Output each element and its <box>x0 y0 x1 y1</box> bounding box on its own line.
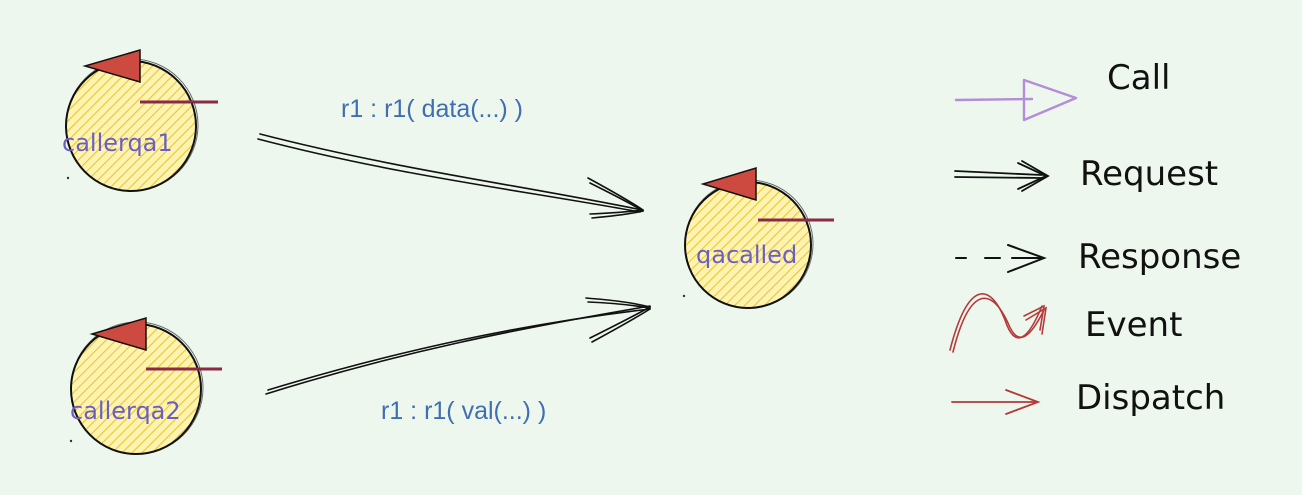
node-flag-icon <box>89 316 147 352</box>
legend-label-response: Response <box>1078 237 1242 277</box>
legend-call-arrow-icon <box>954 78 1078 122</box>
node-label-callerqa2: callerqa2 <box>70 397 181 425</box>
edge-label-request-2: r1 : r1( val(...) ) <box>381 397 547 425</box>
node-label-callerqa1: callerqa1 <box>62 129 173 157</box>
node-callerqa1[interactable] <box>65 49 218 192</box>
request-arrow-2[interactable] <box>265 297 651 395</box>
legend-request-arrow-icon <box>954 160 1050 192</box>
node-label-qacalled: qacalled <box>696 241 798 269</box>
sketch-dot <box>69 439 73 443</box>
node-callerqa2[interactable] <box>70 316 222 455</box>
legend-response-arrow-icon <box>955 244 1047 273</box>
edge-label-request-1: r1 : r1( data(...) ) <box>341 95 523 123</box>
legend-event-arrow-icon <box>949 293 1048 353</box>
request-arrow-1[interactable] <box>257 133 644 219</box>
sketch-dot <box>682 294 686 298</box>
legend-dispatch-arrow-icon <box>951 389 1041 415</box>
legend-label-request: Request <box>1080 154 1219 194</box>
node-qacalled[interactable] <box>684 166 834 309</box>
legend-label-dispatch: Dispatch <box>1076 378 1226 418</box>
legend-label-call: Call <box>1107 58 1171 98</box>
node-flag-icon <box>700 166 757 202</box>
node-flag-icon <box>82 49 141 83</box>
legend-label-event: Event <box>1085 305 1183 345</box>
sketch-dot <box>66 176 70 180</box>
